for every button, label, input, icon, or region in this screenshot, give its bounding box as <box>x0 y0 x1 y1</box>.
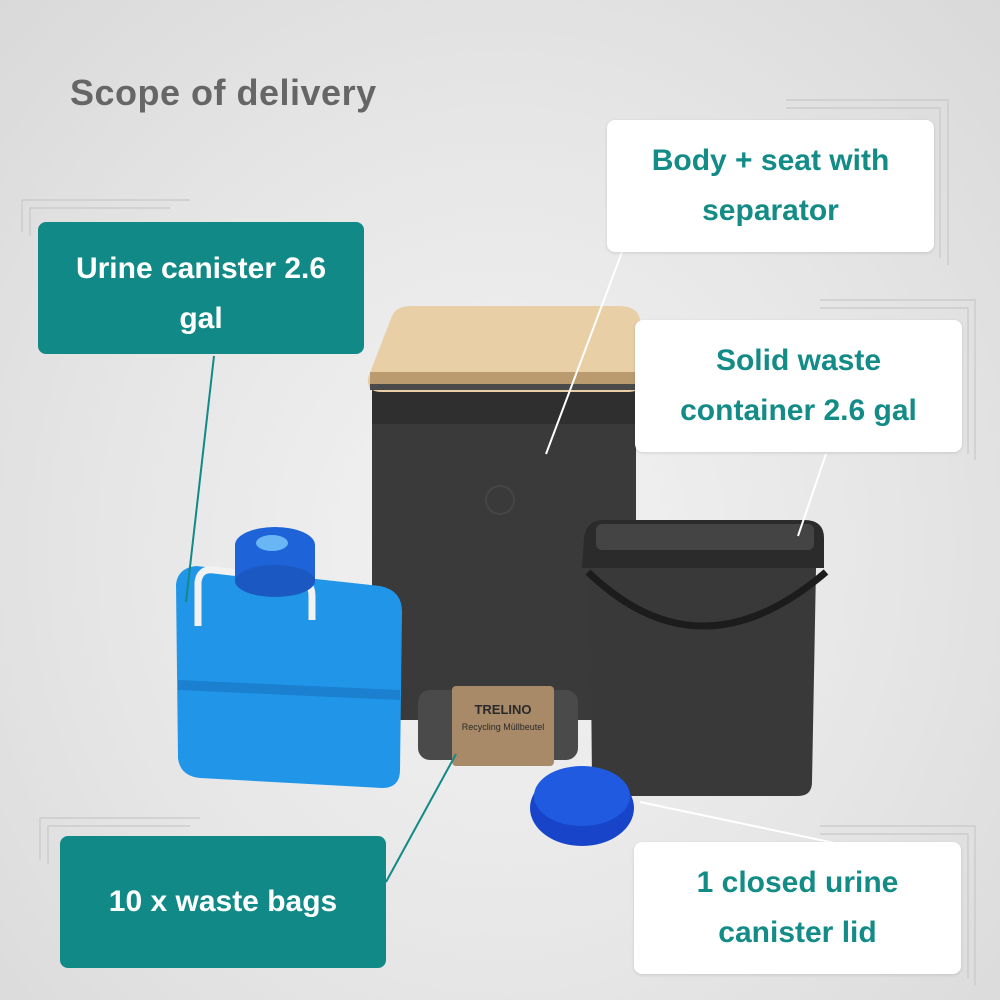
label-closed-lid: 1 closed urine canister lid <box>634 842 961 974</box>
urine-canister-illustration <box>176 527 402 788</box>
bag-brand-text: TRELINO <box>474 702 531 717</box>
bucket-illustration <box>582 520 829 796</box>
label-solid-waste-container: Solid waste container 2.6 gal <box>635 320 962 452</box>
page-heading: Scope of delivery <box>70 72 377 113</box>
label-body-seat: Body + seat with separator <box>607 120 934 252</box>
connector-lines <box>185 251 859 883</box>
waste-bag-roll-illustration: TRELINO Recycling Müllbeutel <box>418 686 578 766</box>
label-urine-canister: Urine canister 2.6 gal <box>38 222 364 354</box>
canister-lid-illustration <box>530 766 634 846</box>
label-waste-bags: 10 x waste bags <box>60 836 386 968</box>
decorative-frames <box>21 99 976 985</box>
bag-subtitle-text: Recycling Müllbeutel <box>462 722 545 732</box>
toilet-body-illustration <box>367 306 644 720</box>
